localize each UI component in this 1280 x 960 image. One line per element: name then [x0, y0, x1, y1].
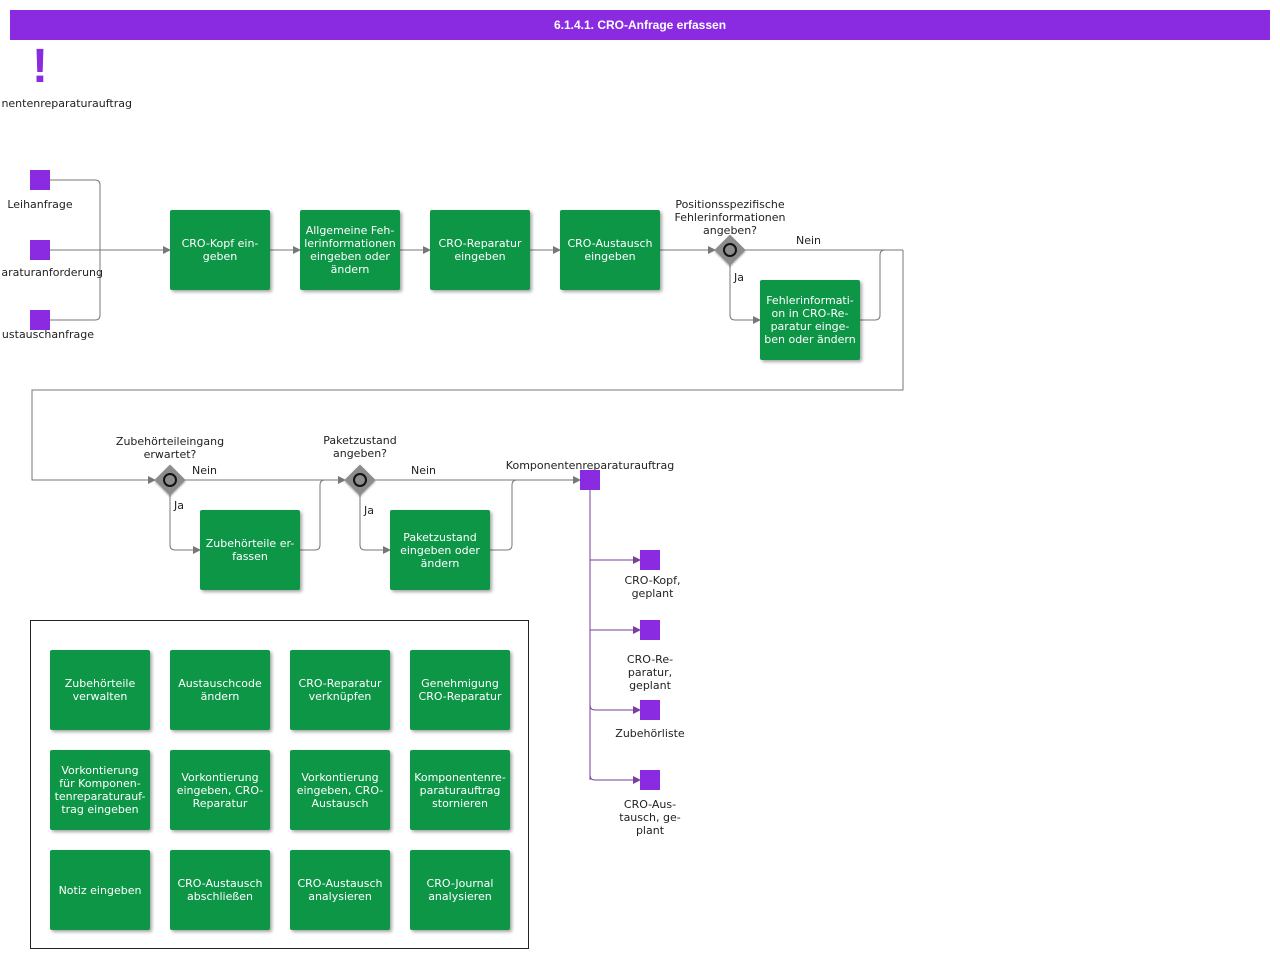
task-label: Notiz eingeben — [58, 883, 142, 897]
output-event-zubehoerliste[interactable] — [640, 700, 660, 720]
panel-task-notiz-eingeben[interactable]: Notiz eingeben — [50, 850, 150, 930]
gateway-1-question: Positionsspezifische Fehlerinformationen… — [674, 198, 786, 237]
gateway-2-marker-icon — [163, 473, 177, 487]
task-cro-kopf-eingeben[interactable]: CRO-Kopf ein- geben — [170, 210, 270, 290]
task-label: CRO-Kopf ein- geben — [181, 237, 259, 263]
output-zubehoerliste-label: Zubehörliste — [615, 727, 685, 740]
output-cro-kopf-label: CRO-Kopf, geplant — [624, 574, 681, 600]
task-label: CRO-Austausch analysieren — [297, 877, 383, 903]
panel-task-cro-journal-analysieren[interactable]: CRO-Journal analysieren — [410, 850, 510, 930]
panel-task-zubehoerteile-verwalten[interactable]: Zubehörteile verwalten — [50, 650, 150, 730]
task-label: CRO-Journal analysieren — [426, 877, 494, 903]
task-label: CRO-Reparatur verknüpfen — [298, 677, 382, 703]
panel-task-cro-austausch-analysieren[interactable]: CRO-Austausch analysieren — [290, 850, 390, 930]
output-event-cro-kopf[interactable] — [640, 550, 660, 570]
end-event-label: Komponentenreparaturauftrag — [505, 459, 675, 472]
gateway-2-yes-label: Ja — [174, 499, 184, 512]
gateway-3-question: Paketzustand angeben? — [323, 434, 397, 460]
panel-task-cro-reparatur-verknuepfen[interactable]: CRO-Reparatur verknüpfen — [290, 650, 390, 730]
start-event-leihanfrage[interactable] — [30, 170, 50, 190]
task-label: Vorkontierung für Komponen- tenreparatur… — [54, 764, 146, 816]
task-fehlerinformation-cro-reparatur[interactable]: Fehlerinformati- on in CRO-Re- paratur e… — [760, 280, 860, 360]
panel-task-vorkontierung-cro-reparatur[interactable]: Vorkontierung eingeben, CRO- Reparatur — [170, 750, 270, 830]
gateway-2-no-label: Nein — [192, 464, 218, 477]
task-label: Vorkontierung eingeben, CRO- Reparatur — [176, 770, 264, 810]
panel-task-komponentenreparaturauftrag-stornieren[interactable]: Komponentenre- paraturauftrag stornieren — [410, 750, 510, 830]
gateway-2-question: Zubehörteileingang erwartet? — [115, 435, 225, 461]
task-label: Zubehörteile verwalten — [64, 677, 136, 703]
end-event-komponentenreparaturauftrag[interactable] — [580, 470, 600, 490]
task-cro-austausch-eingeben[interactable]: CRO-Austausch eingeben — [560, 210, 660, 290]
output-event-cro-reparatur[interactable] — [640, 620, 660, 640]
task-label: Austauschcode ändern — [178, 677, 262, 703]
task-cro-reparatur-eingeben[interactable]: CRO-Reparatur eingeben — [430, 210, 530, 290]
start-event-reparaturanforderung[interactable] — [30, 240, 50, 260]
additional-tasks-panel — [30, 620, 529, 949]
start-event-reparaturanforderung-label: araturanforderung — [1, 266, 103, 279]
output-cro-reparatur-label: CRO-Re- paratur, geplant — [626, 653, 674, 692]
panel-task-cro-austausch-abschliessen[interactable]: CRO-Austausch abschließen — [170, 850, 270, 930]
task-label: Genehmigung CRO-Reparatur — [418, 677, 502, 703]
gateway-3-yes-label: Ja — [364, 504, 374, 517]
start-event-austauschanfrage-label: ustauschanfrage — [1, 328, 94, 341]
gateway-1-yes-label: Ja — [734, 271, 744, 284]
gateway-1-no-label: Nein — [796, 234, 822, 247]
output-event-cro-austausch[interactable] — [640, 770, 660, 790]
start-event-leihanfrage-label: Leihanfrage — [7, 198, 73, 211]
diagram-title: 6.1.4.1. CRO-Anfrage erfassen — [10, 10, 1270, 40]
task-label: Fehlerinformati- on in CRO-Re- paratur e… — [764, 294, 856, 346]
panel-task-vorkontierung-komponentenreparaturauftrag[interactable]: Vorkontierung für Komponen- tenreparatur… — [50, 750, 150, 830]
trigger-label: nentenreparaturauftrag — [1, 97, 132, 110]
task-allgemeine-fehlerinformationen[interactable]: Allgemeine Feh- lerinformationen eingebe… — [300, 210, 400, 290]
task-label: Paketzustand eingeben oder ändern — [400, 530, 480, 570]
task-label: Allgemeine Feh- lerinformationen eingebe… — [304, 224, 396, 276]
exclamation-icon: ! — [32, 40, 48, 93]
gateway-1-marker-icon — [723, 243, 737, 257]
gateway-3-no-label: Nein — [411, 464, 437, 477]
task-label: CRO-Austausch eingeben — [567, 237, 653, 263]
panel-task-austauschcode-aendern[interactable]: Austauschcode ändern — [170, 650, 270, 730]
gateway-3-marker-icon — [353, 473, 367, 487]
start-event-austauschanfrage[interactable] — [30, 310, 50, 330]
panel-task-genehmigung-cro-reparatur[interactable]: Genehmigung CRO-Reparatur — [410, 650, 510, 730]
task-label: Vorkontierung eingeben, CRO- Austausch — [296, 770, 384, 810]
output-cro-austausch-label: CRO-Aus- tausch, ge- plant — [619, 798, 681, 837]
task-label: Komponentenre- paraturauftrag stornieren — [414, 770, 506, 810]
task-label: Zubehörteile er- fassen — [205, 537, 295, 563]
panel-task-vorkontierung-cro-austausch[interactable]: Vorkontierung eingeben, CRO- Austausch — [290, 750, 390, 830]
task-paketzustand-eingeben[interactable]: Paketzustand eingeben oder ändern — [390, 510, 490, 590]
task-zubehoerteile-erfassen[interactable]: Zubehörteile er- fassen — [200, 510, 300, 590]
task-label: CRO-Austausch abschließen — [177, 877, 263, 903]
task-label: CRO-Reparatur eingeben — [438, 237, 522, 263]
